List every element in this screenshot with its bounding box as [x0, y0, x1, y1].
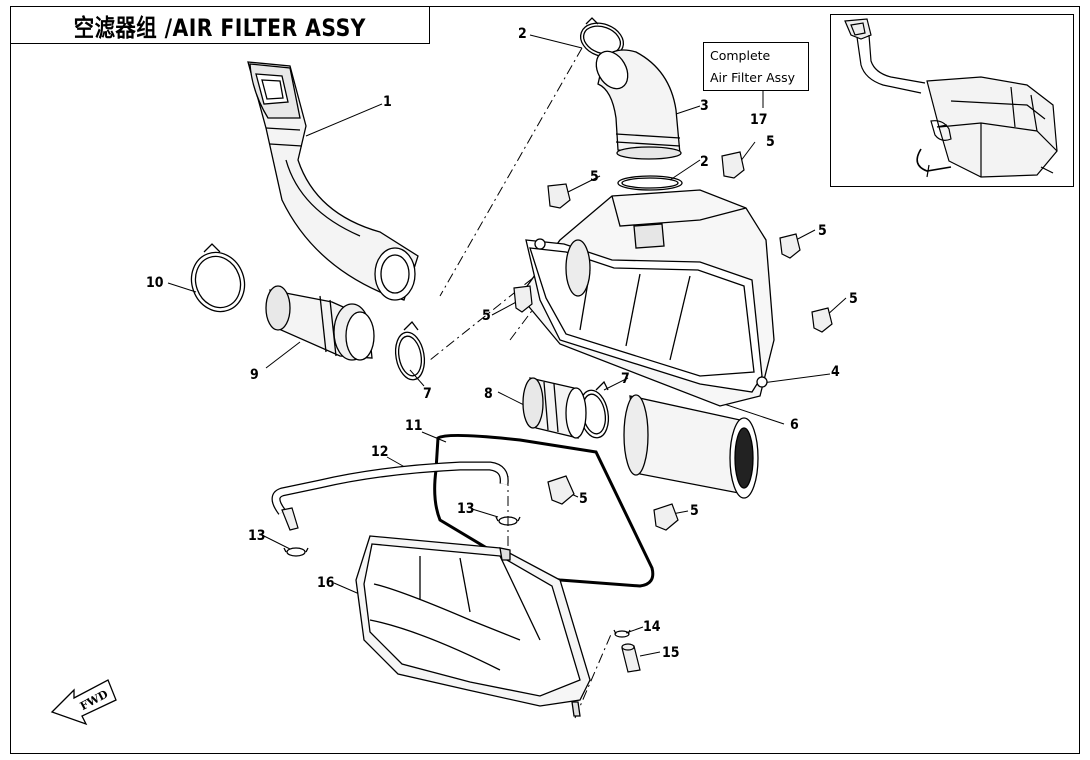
callout-13-right: 13: [457, 501, 475, 517]
callout-6: 6: [790, 417, 799, 433]
retaining-clips: [513, 151, 833, 531]
callout-5-f: 5: [579, 491, 588, 507]
complete-assembly-illustration: [844, 18, 1058, 178]
note-line-2: Air Filter Assy: [710, 70, 796, 85]
filter-element: [623, 394, 759, 499]
title-box: 空滤器组 /AIR FILTER ASSY: [10, 6, 430, 44]
hose-clamp-10: [190, 243, 246, 313]
intake-elbow: [595, 49, 682, 160]
seal-gasket: [433, 433, 655, 588]
complete-assembly-inset: [830, 14, 1074, 187]
drain-plug: [621, 643, 641, 673]
callout-14: 14: [643, 619, 661, 635]
diagram-title: 空滤器组 /AIR FILTER ASSY: [73, 13, 367, 42]
callout-9: 9: [250, 367, 259, 383]
callout-4: 4: [831, 364, 840, 380]
airbox-housing: [519, 189, 775, 407]
callout-5-b: 5: [590, 169, 599, 185]
forward-arrow-icon: FWD: [50, 679, 117, 726]
callout-2-upper: 2: [518, 26, 527, 42]
callout-2-lower: 2: [700, 154, 709, 170]
callout-11: 11: [405, 418, 423, 434]
callout-5-g: 5: [690, 503, 699, 519]
callout-7-left: 7: [423, 386, 432, 402]
note-line-1: Complete: [710, 48, 771, 63]
callout-13-left: 13: [248, 528, 266, 544]
callout-5-d: 5: [849, 291, 858, 307]
callout-8: 8: [484, 386, 493, 402]
connecting-tube: [522, 377, 587, 439]
intake-tube: [265, 285, 375, 361]
callout-numbers: 1 2 2 3 4 5 5 5 5 5 5 5 6 7 7 8 9 10 11 …: [146, 26, 858, 661]
airbox-lower-cover: [355, 535, 591, 717]
drawing-frame: [10, 6, 1080, 754]
callout-12: 12: [371, 444, 389, 460]
callout-17: 17: [750, 112, 768, 128]
callout-10: 10: [146, 275, 164, 291]
callout-16: 16: [317, 575, 335, 591]
callout-5-a: 5: [766, 134, 775, 150]
callout-3: 3: [700, 98, 709, 114]
inlet-duct: [247, 61, 419, 301]
drain-hose: [271, 461, 509, 531]
callout-1: 1: [383, 94, 392, 110]
small-clamps-13: [283, 516, 521, 557]
callout-15: 15: [662, 645, 680, 661]
callout-7-right: 7: [621, 371, 630, 387]
complete-assy-note: Complete Air Filter Assy: [703, 42, 809, 91]
hose-clamp-upper: [579, 17, 625, 58]
callout-5-e: 5: [482, 308, 491, 324]
callout-5-c: 5: [818, 223, 827, 239]
drain-plug-clamp: [613, 629, 631, 638]
hose-clamp-lower: [617, 175, 683, 191]
